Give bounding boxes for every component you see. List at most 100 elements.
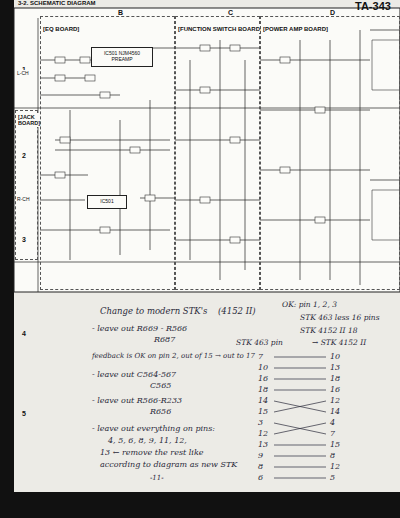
resistor-symbol xyxy=(100,227,110,233)
pin-number: 10 xyxy=(330,352,340,361)
handwritten-note: according to diagram as new STK xyxy=(100,460,237,469)
board-region: [FUNCTION SWITCH BOARD] xyxy=(175,16,260,290)
channel-label: L-CH xyxy=(16,70,30,76)
resistor-symbol xyxy=(100,92,110,98)
handwritten-note: C565 xyxy=(150,381,171,390)
pin-map-line xyxy=(274,467,326,468)
resistor-symbol xyxy=(60,137,70,143)
pin-map-line xyxy=(274,368,326,369)
handwritten-note: - leave out R669 - R566 xyxy=(92,324,187,333)
pin-number: 18 xyxy=(258,385,268,394)
pin-map-line xyxy=(274,401,326,412)
wires xyxy=(14,18,400,292)
pin-number: 3 xyxy=(258,418,263,427)
resistor-symbol xyxy=(315,217,325,223)
resistor-symbol xyxy=(130,147,140,153)
page-number: -11- xyxy=(150,474,164,482)
handwritten-note: - leave out C564-567 xyxy=(92,370,176,379)
pin-number: 12 xyxy=(258,429,268,438)
resistor-symbol xyxy=(55,75,65,81)
pin-number: 7 xyxy=(258,352,263,361)
board-name: [POWER AMP BOARD] xyxy=(261,25,330,33)
table-heading: STK 463 pin xyxy=(236,338,283,347)
resistor-symbol xyxy=(280,57,290,63)
pin-number: 15 xyxy=(258,407,268,416)
grid-letter: C xyxy=(228,9,233,16)
grid-letter: D xyxy=(330,9,335,16)
schematic-frame xyxy=(14,8,400,292)
handwritten-note: STK 463 less 16 pins xyxy=(300,313,380,322)
handwritten-note: 13 ← remove the rest like xyxy=(100,448,204,457)
resistor-symbol xyxy=(230,237,240,243)
board-name: [JACK BOARD] xyxy=(16,113,40,127)
ic-label: IC501 xyxy=(91,198,123,204)
pin-map-line xyxy=(274,423,326,434)
power-ic-outline xyxy=(372,40,400,90)
handwritten-note: (4152 II) xyxy=(218,306,256,316)
handwritten-note: Change to modern STK's xyxy=(100,306,207,316)
grid-number: 5 xyxy=(22,410,26,417)
pin-map-line xyxy=(274,445,326,446)
resistor-symbol xyxy=(230,45,240,51)
handwritten-note: feedback is OK on pin 2, out of 15 → out… xyxy=(92,352,255,360)
resistor-symbol xyxy=(80,57,90,63)
pin-number: 14 xyxy=(258,396,268,405)
ic-label: PREAMP xyxy=(95,56,149,62)
opamp-ic: IC501 xyxy=(87,195,127,209)
pin-number: 8 xyxy=(258,462,263,471)
pin-number: 5 xyxy=(330,473,335,482)
pin-map-line xyxy=(274,357,326,358)
scan-edge xyxy=(0,492,400,518)
handwritten-note: - leave out everything on pins: xyxy=(92,424,215,433)
resistor-symbol xyxy=(280,167,290,173)
board-name: [FUNCTION SWITCH BOARD] xyxy=(176,25,264,33)
grid-number: 2 xyxy=(22,152,26,159)
pin-number: 12 xyxy=(330,396,340,405)
pin-number: 16 xyxy=(258,374,268,383)
board-region: [POWER AMP BOARD] xyxy=(260,16,400,290)
pin-number: 7 xyxy=(330,429,335,438)
grid-letter: B xyxy=(118,9,123,16)
pin-number: 12 xyxy=(330,462,340,471)
pin-number: 4 xyxy=(330,418,335,427)
pin-map-line xyxy=(274,478,326,479)
pin-map-line xyxy=(274,379,326,380)
pin-map-line xyxy=(274,390,326,391)
handwritten-note: R687 xyxy=(154,335,175,344)
resistor-symbol xyxy=(315,107,325,113)
handwritten-note: STK 4152 II 18 xyxy=(300,326,357,335)
resistor-symbol xyxy=(200,197,210,203)
pin-map-line xyxy=(274,456,326,457)
pin-number: 10 xyxy=(258,363,268,372)
pin-map-line xyxy=(274,401,326,412)
pin-number: 8 xyxy=(330,451,335,460)
handwritten-note: - leave out R566-R233 xyxy=(92,396,182,405)
board-region: [EQ BOARD] IC501 NJM4560PREAMP IC501 xyxy=(40,16,175,290)
pin-number: 16 xyxy=(330,385,340,394)
pin-number: 13 xyxy=(330,363,340,372)
pin-number: 15 xyxy=(330,440,340,449)
model-number: TA-343 xyxy=(355,0,391,12)
handwritten-note: OK: pin 1, 2, 3 xyxy=(282,300,337,309)
handwritten-note: 4, 5, 6, 8, 9, 11, 12, xyxy=(108,436,187,445)
board-name: [EQ BOARD] xyxy=(41,25,81,33)
diagram-title: 3-2. SCHEMATIC DIAGRAM xyxy=(18,0,96,6)
pin-map-line xyxy=(274,423,326,434)
handwritten-note: R656 xyxy=(150,407,171,416)
resistor-symbol xyxy=(200,45,210,51)
table-heading: → STK 4152 II xyxy=(312,338,366,347)
opamp-ic: IC501 NJM4560PREAMP xyxy=(91,47,153,67)
resistor-symbol xyxy=(55,172,65,178)
grid-number: 3 xyxy=(22,236,26,243)
power-ic-outline xyxy=(372,190,400,240)
resistor-symbol xyxy=(85,75,95,81)
ic-label: IC501 NJM4560 xyxy=(95,50,149,56)
pin-number: 9 xyxy=(258,451,263,460)
pin-number: 18 xyxy=(330,374,340,383)
resistor-symbol xyxy=(145,195,155,201)
pin-number: 13 xyxy=(258,440,268,449)
grid-number: 4 xyxy=(22,330,26,337)
channel-label: R-CH xyxy=(16,196,31,202)
pin-number: 14 xyxy=(330,407,340,416)
resistor-symbol xyxy=(230,137,240,143)
